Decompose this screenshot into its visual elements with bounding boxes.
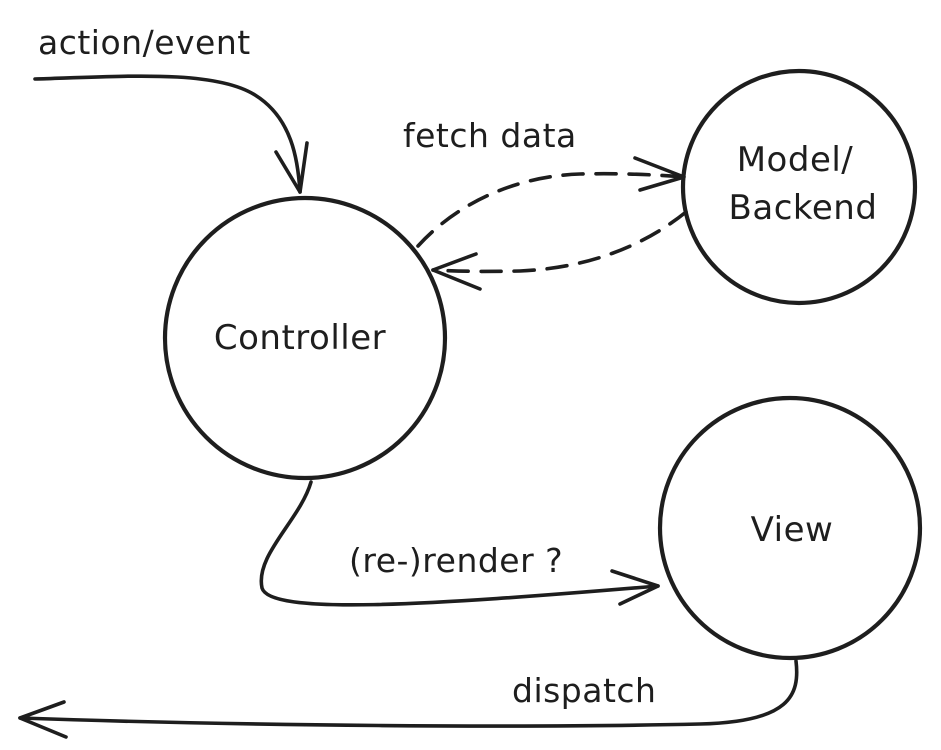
node-view: View bbox=[657, 395, 923, 661]
fetch-data-arrowhead bbox=[633, 156, 686, 192]
dispatch-label: dispatch bbox=[512, 671, 656, 710]
dispatch-arrowhead bbox=[18, 700, 68, 739]
dispatch-arrow-line bbox=[18, 659, 799, 728]
model-backend-circle bbox=[680, 68, 918, 306]
edge-rerender: (re-)render ? bbox=[259, 480, 660, 607]
rerender-arrowhead bbox=[610, 569, 660, 606]
controller-circle bbox=[162, 195, 448, 481]
fetch-return-arrowhead bbox=[431, 252, 482, 291]
node-controller: Controller bbox=[162, 195, 448, 481]
action-event-arrowhead bbox=[274, 141, 309, 194]
action-event-label: action/event bbox=[38, 23, 251, 62]
edge-dispatch: dispatch bbox=[18, 659, 799, 739]
view-circle bbox=[657, 395, 923, 661]
edge-fetch-return bbox=[431, 210, 688, 291]
fetch-return-arrow-line bbox=[431, 210, 688, 274]
fetch-data-arrow-line bbox=[416, 171, 686, 248]
edge-fetch-data: fetch data bbox=[403, 116, 686, 248]
controller-label: Controller bbox=[214, 318, 386, 358]
rerender-arrow-line bbox=[259, 480, 660, 607]
node-model-backend: Model/ Backend bbox=[680, 68, 918, 306]
model-label-line2: Backend bbox=[729, 188, 878, 228]
rerender-label: (re-)render ? bbox=[349, 541, 563, 580]
edge-action-event: action/event bbox=[33, 23, 309, 194]
model-label-line1: Model/ bbox=[737, 140, 854, 180]
fetch-data-label: fetch data bbox=[403, 116, 577, 155]
view-label: View bbox=[751, 510, 834, 550]
action-event-arrow-line bbox=[33, 74, 302, 194]
